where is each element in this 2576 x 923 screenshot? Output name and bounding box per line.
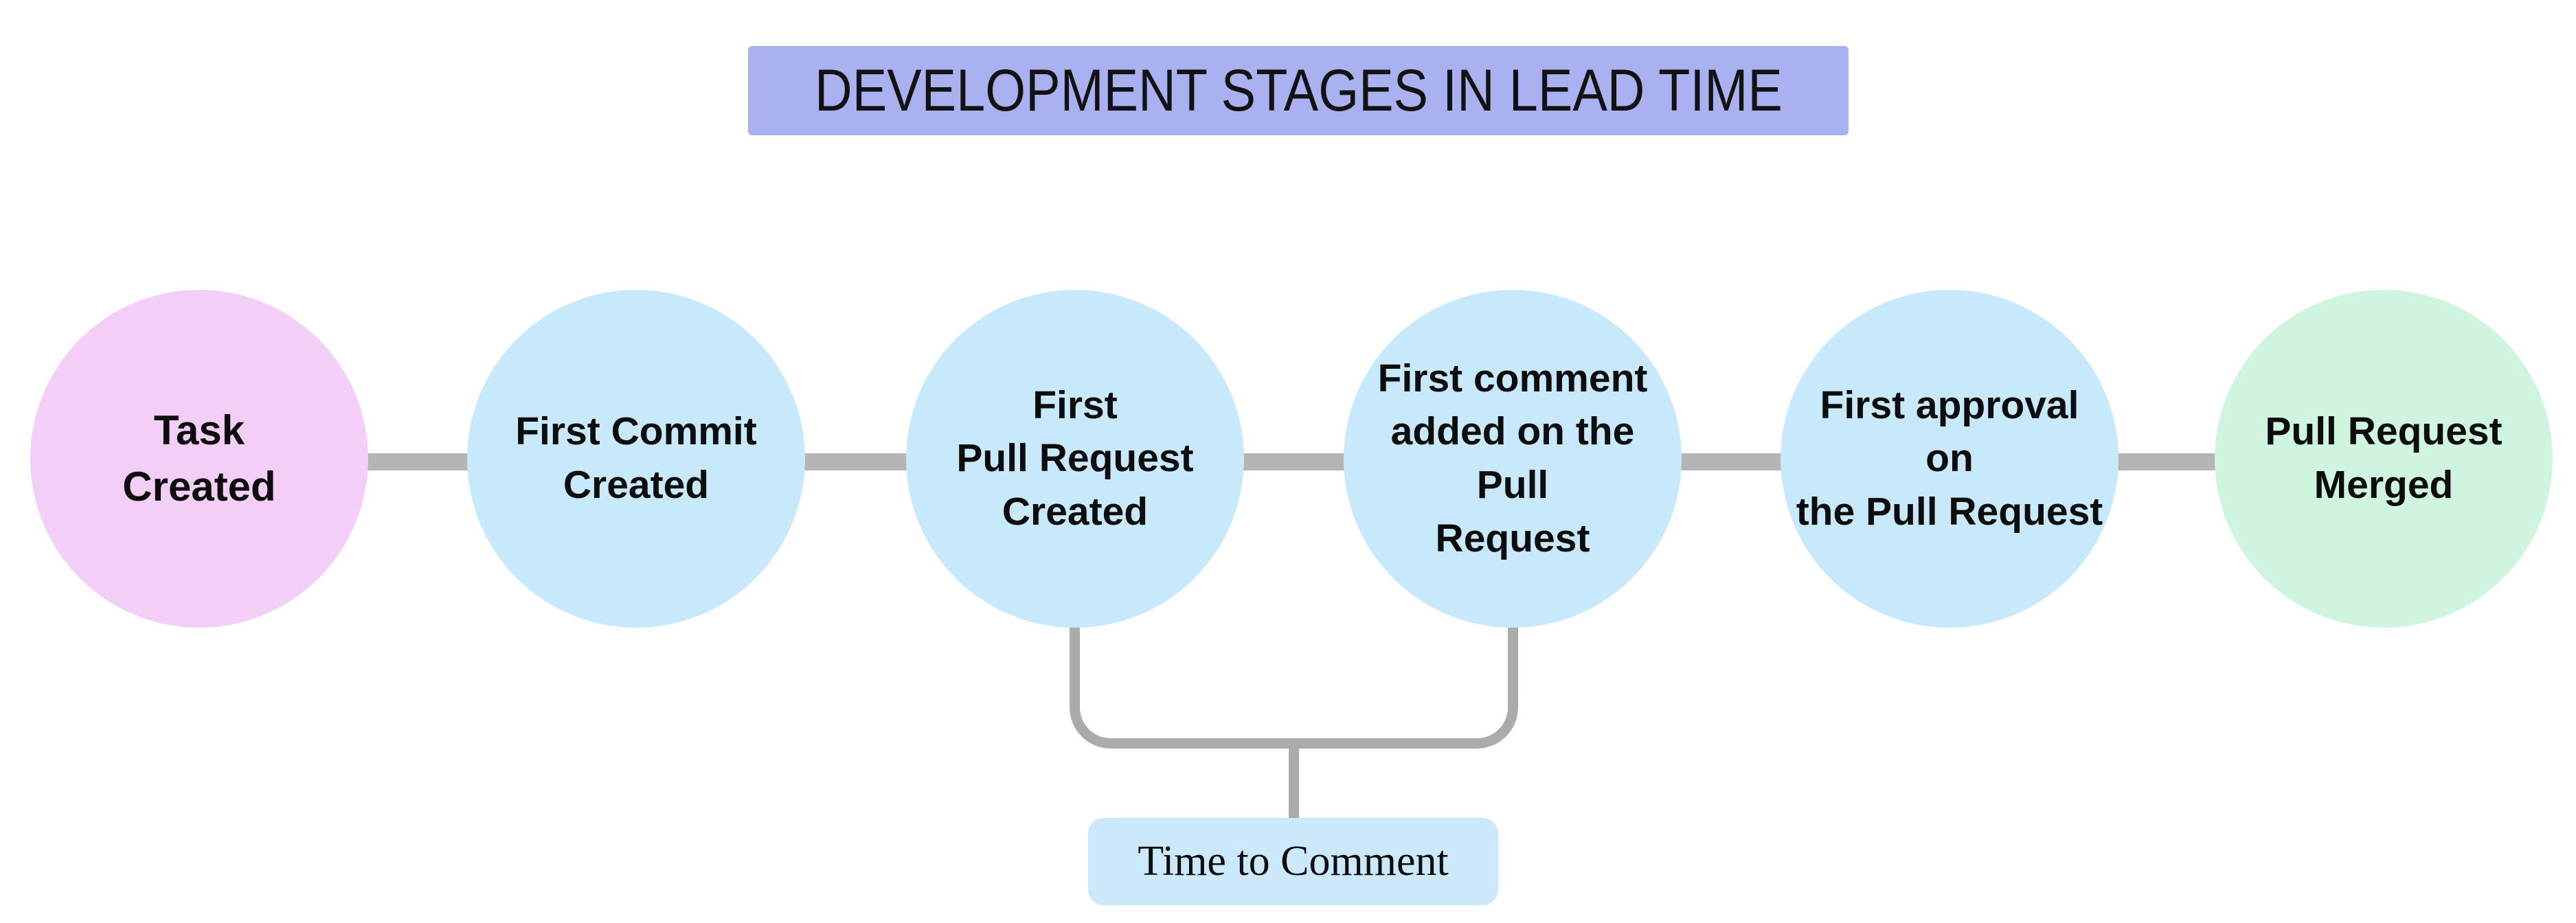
- stage-first-pull-request-created-label: First Pull Request Created: [956, 383, 1194, 534]
- stage-first-approval-label: First approval on the Pull Request: [1796, 383, 2103, 534]
- stage-first-comment-added: First comment added on the Pull Request: [1344, 290, 1682, 628]
- stage-first-commit-created-label: First Commit Created: [515, 409, 757, 507]
- stage-pull-request-merged-label: Pull Request Merged: [2265, 409, 2502, 507]
- time-to-comment-bracket-stem: [1289, 749, 1299, 818]
- stage-first-pull-request-created: First Pull Request Created: [906, 290, 1244, 628]
- title-banner: DEVELOPMENT STAGES IN LEAD TIME: [748, 46, 1849, 135]
- stage-task-created-label: Task Created: [122, 407, 276, 510]
- diagram-title: DEVELOPMENT STAGES IN LEAD TIME: [814, 57, 1783, 124]
- stage-task-created: Task Created: [30, 290, 368, 628]
- stage-pull-request-merged: Pull Request Merged: [2215, 290, 2553, 628]
- time-to-comment-text: Time to Comment: [1138, 838, 1449, 885]
- stage-first-approval: First approval on the Pull Request: [1781, 290, 2119, 628]
- time-to-comment-bracket: [1070, 618, 1518, 749]
- stage-first-commit-created: First Commit Created: [467, 290, 805, 628]
- time-to-comment-badge: Time to Comment: [1088, 818, 1498, 905]
- stage-first-comment-added-label: First comment added on the Pull Request: [1377, 356, 1648, 560]
